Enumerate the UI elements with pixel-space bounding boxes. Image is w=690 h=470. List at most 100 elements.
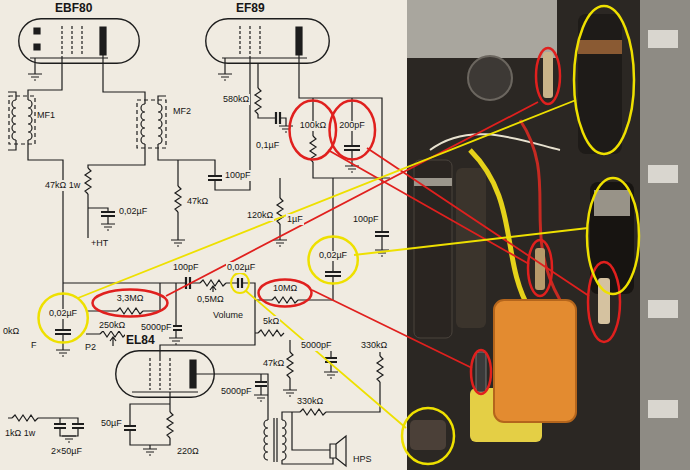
highlight-outline	[93, 290, 168, 317]
tube-envelope	[115, 350, 215, 398]
schematic	[8, 26, 390, 466]
foil-wrap	[594, 190, 630, 216]
component-label: 47kΩ	[262, 358, 285, 369]
component-value: 0,02µF	[318, 251, 348, 261]
red-highlight	[471, 350, 491, 394]
component-label: 220Ω	[176, 446, 200, 457]
tube-outline	[116, 351, 215, 398]
terminal	[648, 165, 678, 183]
tube-envelope	[205, 18, 330, 64]
component-label: 50µF	[100, 418, 123, 429]
highlight-ellipse: 10MΩ	[257, 278, 313, 308]
tube-outline	[19, 19, 140, 64]
photo-highlights	[231, 6, 639, 464]
wire-photo	[470, 150, 530, 310]
resistor-body	[476, 352, 486, 392]
component-label: 5000pF	[140, 322, 173, 333]
grid-symbol	[62, 26, 260, 390]
component-label: 0,5MΩ	[196, 294, 225, 305]
component-label: F	[30, 340, 38, 351]
copper-band	[578, 40, 622, 54]
component-label: MF2	[172, 106, 192, 117]
component-label: 0,02µF	[118, 206, 148, 217]
red-highlight	[536, 48, 560, 104]
component-body	[410, 420, 446, 450]
capacitor-body	[590, 182, 634, 294]
resistor-body	[543, 52, 553, 98]
resistor-body	[535, 248, 545, 290]
component-label: 5000pF	[220, 386, 253, 397]
component-label: 0kΩ	[2, 326, 20, 337]
tube-envelope	[18, 18, 140, 64]
highlight-outline	[259, 280, 312, 307]
tube-type: EBF80	[54, 1, 93, 15]
component-label: 5000pF	[300, 340, 333, 351]
highlight-ellipse: 200pF	[328, 99, 377, 161]
tube-type: EL84	[125, 333, 156, 347]
component-label: +HT	[90, 238, 109, 249]
component-label: 47kΩ	[186, 196, 209, 207]
speaker-symbol	[330, 436, 346, 466]
transformer-shield	[9, 96, 35, 144]
component-label: 1µF	[286, 214, 304, 225]
yellow-highlight	[587, 178, 639, 294]
capacitor-symbol	[54, 112, 389, 430]
chassis-photo	[407, 0, 690, 470]
wire	[8, 55, 390, 464]
capacitor-body	[578, 14, 622, 154]
component-value: 10MΩ	[272, 284, 298, 294]
component-label: 100pF	[224, 170, 252, 181]
component-label: 5kΩ	[262, 316, 280, 327]
component-label: 330kΩ	[360, 340, 388, 351]
component-label: 120kΩ	[246, 210, 274, 221]
component-label: 47kΩ 1w	[44, 180, 81, 191]
highlight-outline	[329, 101, 375, 160]
component-label: 0,02µF	[226, 262, 256, 273]
paper	[0, 0, 407, 470]
vacuum-tube: EBF80	[18, 18, 140, 64]
component-label: 580kΩ	[222, 94, 250, 105]
vacuum-tube: EL84	[115, 350, 215, 398]
tube-outline	[206, 19, 330, 64]
highlight-ellipse: 3,3MΩ	[91, 288, 169, 318]
resistor-symbol	[12, 88, 383, 438]
capacitor-body	[456, 168, 486, 328]
photo-background	[407, 0, 690, 470]
capacitor-body	[414, 160, 452, 338]
vacuum-tube: EF89	[205, 18, 330, 64]
component-label: 1kΩ 1w	[4, 428, 36, 439]
highlight-ellipse: 0,02µF	[37, 292, 89, 344]
yellow-highlight	[402, 408, 454, 464]
yellow-highlight	[231, 273, 249, 293]
capacitor-band	[414, 178, 452, 186]
component-label: HPS	[352, 454, 373, 465]
component-value: 200pF	[338, 121, 366, 131]
yellow-highlight	[574, 6, 634, 154]
component-value: 3,3MΩ	[116, 294, 145, 304]
component-label: 0,1µF	[255, 140, 280, 151]
leader-line	[78, 100, 588, 428]
ground-symbol	[28, 74, 389, 455]
component-label: 330kΩ	[296, 396, 324, 407]
component-label: P2	[84, 342, 97, 353]
component-label: 100pF	[352, 214, 380, 225]
tube-socket	[468, 56, 512, 100]
terminal	[648, 30, 678, 48]
component-label: 250kΩ	[98, 320, 126, 331]
highlight-outline	[38, 294, 87, 343]
chassis-wall	[640, 0, 690, 470]
capacitor-body	[494, 300, 576, 422]
terminal	[648, 400, 678, 418]
tube-type: EF89	[235, 1, 266, 15]
component-label: MF1	[36, 110, 56, 121]
coil-symbol	[12, 100, 286, 460]
component-label: 2×50µF	[50, 446, 83, 457]
chassis-plate	[407, 0, 557, 58]
transformer-shield	[137, 100, 166, 148]
terminal	[648, 300, 678, 318]
plate-symbol	[34, 27, 302, 388]
highlight-ellipse: 0,02µF	[307, 235, 359, 285]
